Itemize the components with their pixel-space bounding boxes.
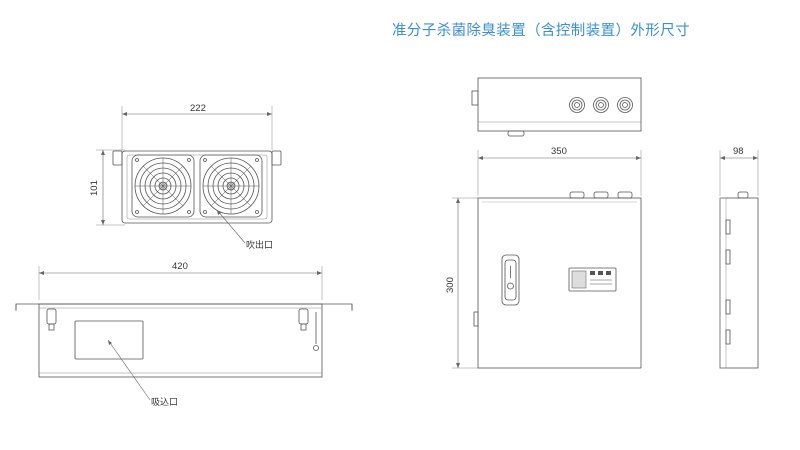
fan-left-icon	[131, 154, 195, 218]
inlet-label: 吸込口	[151, 397, 178, 408]
dim-box-height: 300	[445, 277, 456, 293]
dim-fan-height: 101	[89, 180, 100, 196]
dim-fan-width: 222	[190, 103, 206, 114]
control-box-front-view: 350 300	[445, 146, 642, 369]
control-box-top-view	[471, 77, 642, 137]
cable-gland-3-icon	[617, 97, 633, 113]
outlet-label: 吹出口	[246, 239, 273, 251]
control-box-side-view: 98	[719, 146, 759, 369]
label-plate-icon	[568, 267, 617, 292]
door-handle-icon	[501, 254, 520, 306]
fan-front-view: 222 101	[89, 103, 282, 251]
cable-gland-2-icon	[593, 97, 609, 113]
cable-gland-1-icon	[569, 97, 585, 113]
dim-box-depth: 98	[733, 146, 744, 157]
page-title: 准分子杀菌除臭装置（含控制装置）外形尺寸	[392, 23, 690, 39]
dim-unit-length: 420	[172, 261, 188, 272]
fan-right-icon	[199, 154, 263, 218]
unit-side-view: 420 吸込口	[15, 261, 353, 408]
dim-box-width: 350	[551, 146, 567, 157]
